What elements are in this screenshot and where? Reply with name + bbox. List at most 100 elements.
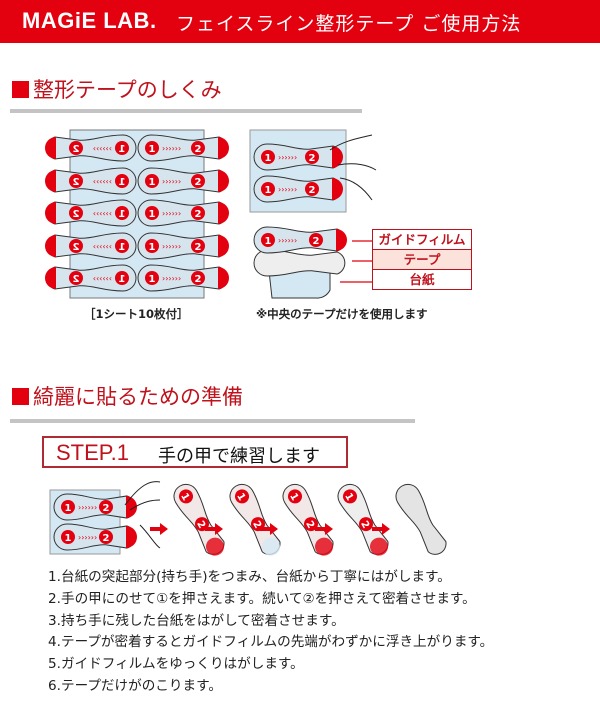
divider bbox=[10, 109, 362, 113]
tape-piece: 1 2 ›››››› bbox=[137, 232, 229, 260]
brand-logo: MAGiE LAB. bbox=[22, 8, 157, 33]
svg-text:››››››: ›››››› bbox=[162, 209, 181, 218]
section-heading-mechanism: 整形テープのしくみ bbox=[12, 74, 222, 104]
guide-film: 1 2 ›››››› bbox=[253, 226, 347, 254]
step-stage bbox=[395, 483, 447, 555]
layer-tape: テープ bbox=[373, 250, 471, 270]
instruction-list: 1.台紙の突起部分(持ち手)をつまみ、台紙から丁寧にはがします。 2.手の甲にの… bbox=[48, 567, 493, 698]
instruction-item: 5.ガイドフィルムをゆっくりはがします。 bbox=[48, 656, 304, 673]
instruction-item: 1.台紙の突起部分(持ち手)をつまみ、台紙から丁寧にはがします。 bbox=[48, 569, 451, 585]
layer-labels: ガイドフィルム テープ 台紙 bbox=[372, 229, 472, 290]
tape-piece: 1 2 ›››››› bbox=[45, 167, 137, 195]
svg-text:2: 2 bbox=[195, 242, 202, 253]
step-stage: 12 bbox=[229, 483, 281, 556]
tape-piece: 1 2 ›››››› bbox=[53, 523, 137, 551]
svg-text:2: 2 bbox=[358, 519, 371, 531]
svg-text:››››››: ›››››› bbox=[162, 242, 181, 251]
svg-text:2: 2 bbox=[309, 185, 316, 196]
instruction-item: 6.テープだけがのこります。 bbox=[48, 677, 222, 694]
page-title: フェイスライン整形テープ ご使用方法 bbox=[176, 13, 522, 35]
step-stage: 12 bbox=[337, 483, 389, 556]
svg-text:2: 2 bbox=[195, 177, 202, 188]
arrow-right-icon bbox=[150, 523, 168, 535]
svg-text:››››››: ›››››› bbox=[93, 177, 112, 186]
square-bullet-icon bbox=[12, 81, 29, 98]
svg-text:2: 2 bbox=[195, 209, 202, 220]
svg-text:2: 2 bbox=[309, 153, 316, 164]
step-stage: 12 bbox=[282, 483, 334, 556]
tape-piece: 1 2 ›››››› bbox=[45, 264, 137, 292]
section-title: 綺麗に貼るための準備 bbox=[33, 385, 243, 409]
svg-text:1: 1 bbox=[234, 491, 247, 503]
svg-text:2: 2 bbox=[72, 144, 79, 155]
svg-text:››››››: ›››››› bbox=[93, 209, 112, 218]
svg-text:1: 1 bbox=[65, 503, 72, 514]
svg-text:››››››: ›››››› bbox=[78, 533, 97, 542]
section-title: 整形テープのしくみ bbox=[33, 78, 222, 102]
arrow-right-icon bbox=[372, 523, 390, 535]
svg-text:2: 2 bbox=[313, 236, 320, 247]
svg-text:››››››: ›››››› bbox=[93, 144, 112, 153]
step-stage: 12 bbox=[173, 483, 225, 556]
arrow-right-icon bbox=[205, 523, 223, 535]
step-box: STEP.1 手の甲で練習します bbox=[42, 436, 348, 468]
tape-piece: 12›››››› bbox=[45, 232, 137, 260]
svg-text:››››››: ›››››› bbox=[93, 274, 112, 283]
tape-piece: 1 2 ›››››› bbox=[137, 167, 229, 195]
svg-text:1: 1 bbox=[118, 209, 125, 220]
layer-guide-film: ガイドフィルム bbox=[373, 230, 471, 250]
divider bbox=[10, 419, 415, 423]
instruction-item: 2.手の甲にのせて①を押さえます。続いて②を押さえて密着させます。 bbox=[48, 590, 476, 607]
svg-text:››››››: ›››››› bbox=[278, 185, 297, 194]
tape-piece: 1 2 ›››››› bbox=[253, 143, 343, 171]
instruction-item: 3.持ち手に残した台紙をはがして密着させます。 bbox=[48, 612, 345, 629]
svg-text:››››››: ›››››› bbox=[278, 236, 297, 245]
svg-text:1: 1 bbox=[118, 177, 125, 188]
svg-text:2: 2 bbox=[103, 533, 110, 544]
svg-text:1: 1 bbox=[149, 242, 156, 253]
svg-text:1: 1 bbox=[65, 533, 72, 544]
step-title: 手の甲で練習します bbox=[158, 446, 320, 467]
square-bullet-icon bbox=[12, 388, 29, 405]
svg-text:1: 1 bbox=[149, 144, 156, 155]
svg-text:1: 1 bbox=[178, 491, 191, 503]
svg-text:1: 1 bbox=[118, 242, 125, 253]
tape-piece: 12›››››› bbox=[45, 134, 137, 162]
svg-text:2: 2 bbox=[303, 519, 316, 531]
svg-text:2: 2 bbox=[195, 144, 202, 155]
svg-text:2: 2 bbox=[72, 242, 79, 253]
svg-text:››››››: ›››››› bbox=[162, 177, 181, 186]
svg-text:1: 1 bbox=[265, 153, 272, 164]
svg-text:2: 2 bbox=[103, 503, 110, 514]
svg-text:2: 2 bbox=[72, 209, 79, 220]
svg-text:2: 2 bbox=[72, 177, 79, 188]
svg-text:2: 2 bbox=[72, 274, 79, 285]
svg-text:1: 1 bbox=[149, 274, 156, 285]
svg-text:1: 1 bbox=[149, 177, 156, 188]
usage-note: ※中央のテープだけを使用します bbox=[256, 307, 428, 321]
step-number: STEP.1 bbox=[56, 440, 129, 465]
arrow-right-icon bbox=[260, 523, 278, 535]
svg-text:››››››: ›››››› bbox=[162, 274, 181, 283]
svg-text:1: 1 bbox=[118, 274, 125, 285]
svg-text:1: 1 bbox=[265, 236, 272, 247]
section-heading-preparation: 綺麗に貼るための準備 bbox=[12, 381, 243, 411]
arrow-right-icon bbox=[315, 523, 333, 535]
svg-text:››››››: ›››››› bbox=[278, 153, 297, 162]
svg-text:1: 1 bbox=[287, 491, 300, 503]
svg-text:1: 1 bbox=[149, 209, 156, 220]
svg-text:1: 1 bbox=[342, 491, 355, 503]
tape-piece: 1 2 ›››››› bbox=[45, 199, 137, 227]
layer-backing-paper: 台紙 bbox=[409, 272, 435, 287]
svg-text:2: 2 bbox=[194, 519, 207, 531]
instruction-item: 4.テープが密着するとガイドフィルムの先端がわずかに浮き上がります。 bbox=[48, 634, 494, 651]
svg-text:2: 2 bbox=[250, 519, 263, 531]
tape-layers-diagram bbox=[253, 240, 372, 299]
sheet-caption: ［1シート10枚付］ bbox=[84, 307, 189, 321]
